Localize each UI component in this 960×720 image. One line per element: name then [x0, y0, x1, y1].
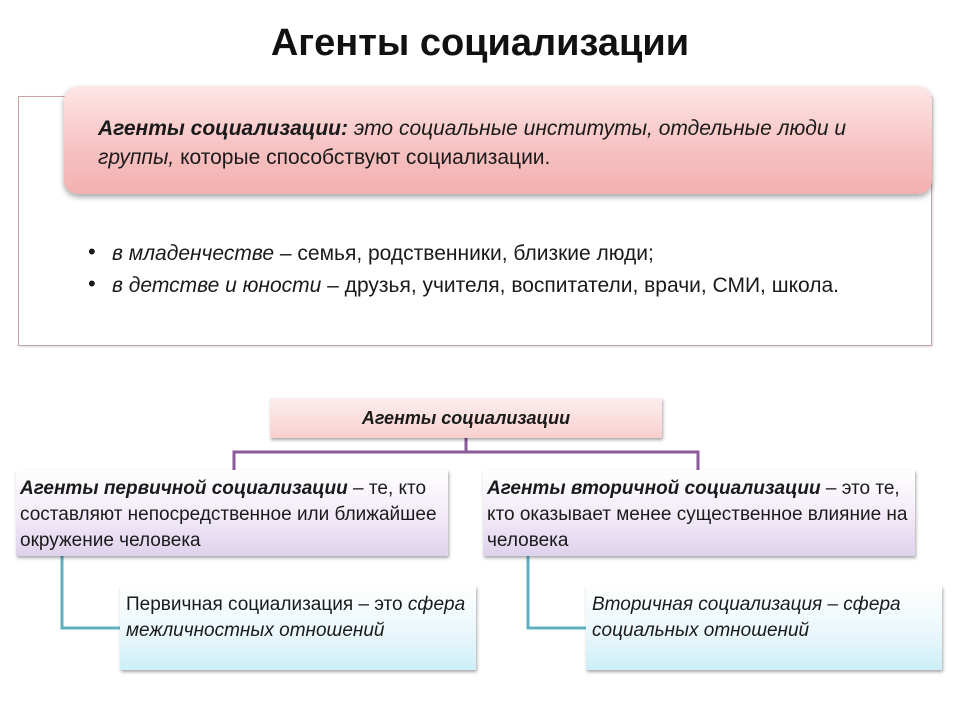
secondary-socialization-text: Вторичная социализация – сфера социальны…: [592, 594, 901, 641]
definition-box: Агенты социализации: это социальные инст…: [64, 86, 932, 194]
primary-socialization-connector-word: это: [374, 594, 403, 615]
bullet-text: – друзья, учителя, воспитатели, врачи, С…: [327, 274, 839, 297]
connector-primary-detail: [60, 556, 120, 630]
primary-socialization-box: Первичная социализация – это сфера межли…: [120, 586, 476, 670]
bullet-period: в младенчестве: [112, 242, 275, 265]
primary-socialization-label: Первичная социализация –: [126, 594, 369, 615]
connector-secondary-detail: [526, 556, 586, 630]
secondary-socialization-box: Вторичная социализация – сфера социальны…: [586, 586, 942, 670]
list-item: в детстве и юности – друзья, учителя, во…: [88, 268, 848, 302]
secondary-agents-term: Агенты вторичной социализации: [487, 478, 821, 499]
definition-term: Агенты социализации:: [98, 117, 348, 140]
definition-text-normal: которые способствуют социализации.: [180, 146, 551, 169]
tree-root-box: Агенты социализации: [270, 398, 662, 438]
primary-agents-text: – те, кто составляют непосредственное ил…: [20, 478, 437, 551]
bullet-list: в младенчестве – семья, родственники, бл…: [88, 236, 848, 302]
primary-socialization-sphere: сфера межличностных отношений: [126, 594, 466, 641]
primary-agents-box: Агенты первичной социализации – те, кто …: [16, 470, 448, 556]
definition-text-italic: это социальные институты, отдельные люди…: [98, 117, 847, 169]
bullet-text: – семья, родственники, близкие люди;: [279, 242, 654, 265]
bullet-period: в детстве и юности: [112, 274, 322, 297]
secondary-agents-text: – это те, кто оказывает менее существенн…: [487, 478, 908, 551]
primary-agents-term: Агенты первичной социализации: [20, 478, 348, 499]
connector-root-branches: [232, 450, 700, 470]
list-item: в младенчестве – семья, родственники, бл…: [88, 236, 848, 270]
secondary-agents-box: Агенты вторичной социализации – это те, …: [483, 470, 915, 556]
page-title: Агенты социализации: [270, 22, 690, 64]
